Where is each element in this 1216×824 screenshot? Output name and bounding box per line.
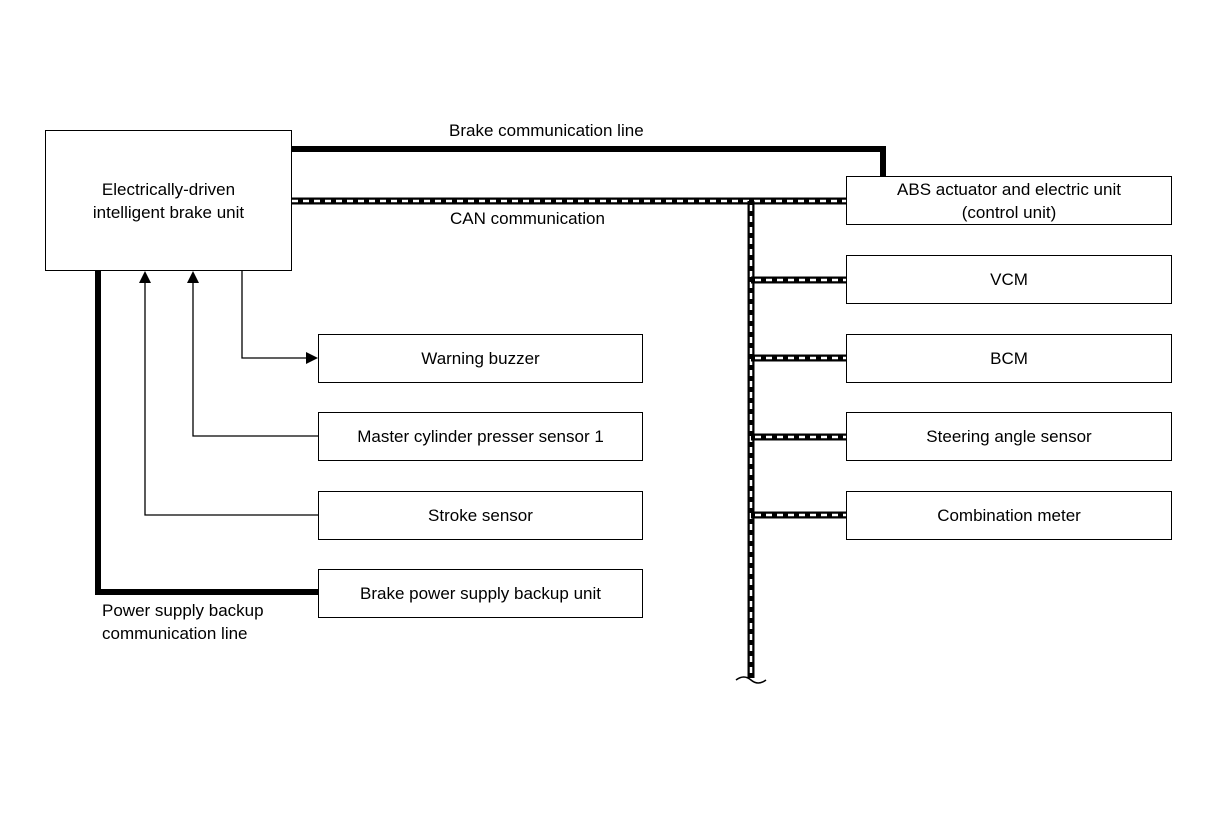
stroke-sensor-box: Stroke sensor [318, 491, 643, 540]
stroke-sensor-label: Stroke sensor [428, 506, 533, 525]
brake-communication-line [292, 146, 886, 176]
warning-buzzer-label: Warning buzzer [421, 349, 540, 368]
steering-angle-sensor-label: Steering angle sensor [926, 427, 1092, 446]
can-bus-vertical [735, 201, 767, 684]
master-cylinder-sensor-label: Master cylinder presser sensor 1 [357, 427, 604, 446]
stroke-sensor-signal-line [139, 271, 318, 516]
warning-buzzer-box: Warning buzzer [318, 334, 643, 383]
steering-angle-sensor-box: Steering angle sensor [846, 412, 1172, 461]
power-supply-backup-line-label: Power supply backup communication line [102, 601, 264, 643]
buzzer-signal-line [241, 271, 318, 364]
master-cylinder-signal-line [187, 271, 318, 437]
combination-meter-label: Combination meter [937, 506, 1081, 525]
master-cylinder-sensor-box: Master cylinder presser sensor 1 [318, 412, 643, 461]
power-supply-backup-line [95, 271, 318, 595]
combination-meter-box: Combination meter [846, 491, 1172, 540]
vcm-label: VCM [990, 270, 1028, 289]
brake-power-backup-box: Brake power supply backup unit [318, 569, 643, 618]
intelligent-brake-unit-label: Electrically-driven intelligent brake un… [92, 179, 245, 222]
brake-communication-line-label: Brake communication line [449, 121, 644, 140]
brake-power-backup-label: Brake power supply backup unit [360, 584, 601, 603]
vcm-box: VCM [846, 255, 1172, 304]
abs-actuator-label: ABS actuator and electric unit (control … [897, 179, 1121, 222]
bcm-label: BCM [990, 349, 1028, 368]
intelligent-brake-unit-box: Electrically-driven intelligent brake un… [45, 130, 292, 271]
can-communication-label: CAN communication [450, 209, 605, 228]
bcm-box: BCM [846, 334, 1172, 383]
abs-actuator-box: ABS actuator and electric unit (control … [846, 176, 1172, 225]
